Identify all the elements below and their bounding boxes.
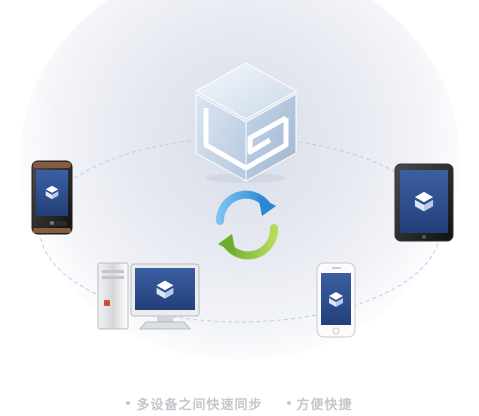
android-phone <box>31 160 73 235</box>
desktop-computer <box>97 262 200 330</box>
feature-list: 多设备之间快速同步 方便快捷 <box>0 392 479 414</box>
bullet-dot-icon <box>286 401 291 405</box>
feature-item-convenient: 方便快捷 <box>286 392 353 414</box>
iphone <box>316 262 356 338</box>
feature-label: 多设备之间快速同步 <box>136 397 263 413</box>
bullet-dot-icon <box>126 401 131 405</box>
feature-item-sync: 多设备之间快速同步 <box>126 392 262 414</box>
feature-label: 方便快捷 <box>296 397 353 413</box>
sync-arrows-icon <box>215 190 279 260</box>
cube-logo-icon <box>194 62 298 183</box>
tablet <box>394 163 454 242</box>
